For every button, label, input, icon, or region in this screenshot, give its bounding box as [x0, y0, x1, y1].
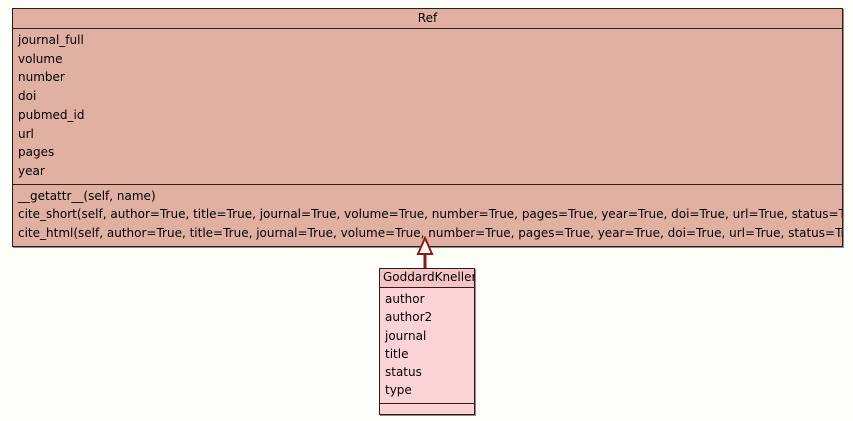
- uml-class-goddardkneller-methods-compartment: [380, 402, 474, 414]
- uml-attribute-row: author2: [385, 310, 433, 325]
- uml-method-row: cite_html(self, author=True, title=True,…: [18, 226, 842, 241]
- uml-class-goddardkneller[interactable]: GoddardKneller author author2 journal ti…: [379, 268, 475, 415]
- uml-attribute-row: url: [18, 126, 34, 141]
- uml-class-goddardkneller-title: GoddardKneller: [380, 269, 474, 288]
- uml-class-ref-title: Ref: [13, 9, 842, 29]
- uml-attribute-row: journal_full: [18, 33, 84, 47]
- uml-attribute-row: type: [385, 383, 412, 398]
- uml-attribute-row: year: [18, 163, 45, 178]
- uml-attribute-row: doi: [18, 89, 37, 104]
- uml-attribute-row: volume: [18, 51, 63, 66]
- uml-method-row: __getattr__(self, name): [18, 188, 156, 203]
- uml-class-ref[interactable]: Ref journal_full volume number doi pubme…: [12, 8, 843, 247]
- uml-attribute-row: status: [385, 365, 422, 380]
- uml-attribute-row: number: [18, 70, 65, 85]
- uml-class-ref-methods-compartment: __getattr__(self, name) cite_short(self,…: [13, 183, 842, 246]
- uml-class-ref-attributes-compartment: journal_full volume number doi pubmed_id…: [13, 29, 842, 184]
- generalization-arrow-ref-goddardkneller: [412, 235, 438, 272]
- uml-attribute-row: journal: [385, 328, 427, 343]
- uml-attribute-row: title: [385, 346, 409, 361]
- uml-method-row: cite_short(self, author=True, title=True…: [18, 207, 842, 222]
- uml-attribute-row: pages: [18, 145, 55, 160]
- uml-attribute-row: author: [385, 292, 425, 306]
- uml-class-goddardkneller-attributes-compartment: author author2 journal title status type: [380, 288, 474, 403]
- uml-attribute-row: pubmed_id: [18, 107, 85, 122]
